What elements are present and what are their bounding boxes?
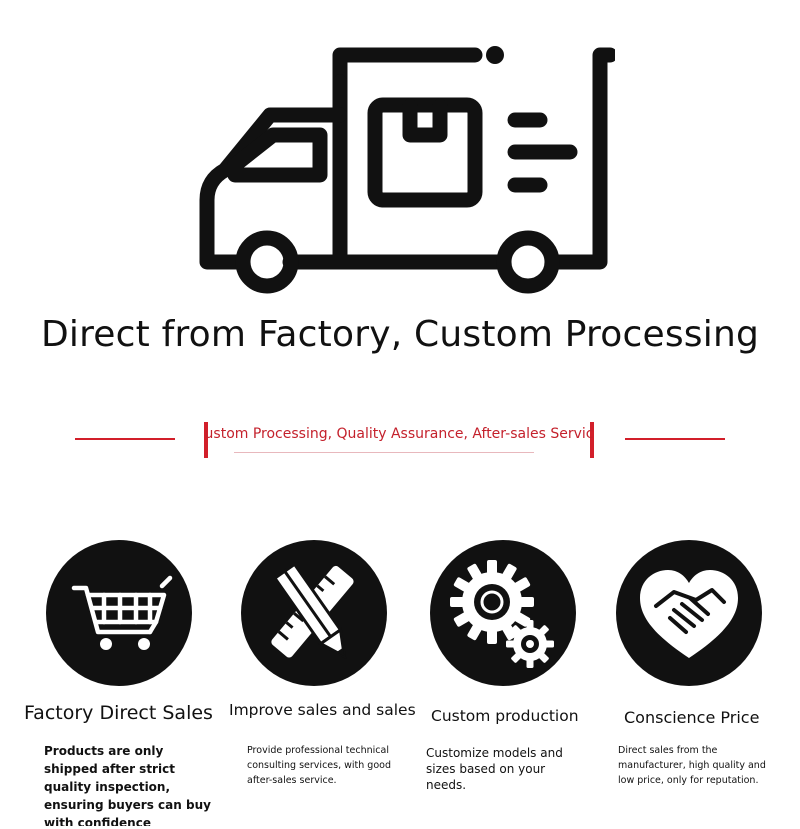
feature-title-custom-production: Custom production xyxy=(431,707,579,725)
feature-title-improve-sales: Improve sales and sales xyxy=(229,701,416,719)
feature-badge-conscience-price xyxy=(616,540,762,686)
shopping-cart-icon xyxy=(71,575,173,650)
delivery-truck-icon xyxy=(199,46,615,294)
tagline-text: ustom Processing, Quality Assurance, Aft… xyxy=(204,426,594,442)
right-divider xyxy=(625,438,725,440)
left-divider xyxy=(75,438,175,440)
feature-title-factory-direct: Factory Direct Sales xyxy=(24,702,213,724)
tagline-underline xyxy=(234,452,534,453)
feature-badge-improve-sales xyxy=(241,540,387,686)
feature-title-conscience-price: Conscience Price xyxy=(624,708,760,727)
feature-badge-factory-direct xyxy=(46,540,192,686)
gears-icon xyxy=(450,560,554,668)
feature-desc-improve-sales: Provide professional technical consultin… xyxy=(247,745,391,786)
heart-handshake-icon xyxy=(640,570,738,658)
tagline-banner: ustom Processing, Quality Assurance, Aft… xyxy=(204,420,594,460)
feature-desc-custom-production: Customize models and sizes based on your… xyxy=(426,746,563,790)
feature-badge-custom-production xyxy=(430,540,576,686)
feature-desc-factory-direct: Products are only shipped after strict q… xyxy=(44,744,211,826)
tagline-bracket-right xyxy=(590,422,594,458)
tagline-bracket-left xyxy=(204,422,208,458)
page-headline: Direct from Factory, Custom Processing xyxy=(40,314,760,355)
ruler-pencil-icon xyxy=(271,562,354,660)
feature-desc-conscience-price: Direct sales from the manufacturer, high… xyxy=(618,745,766,786)
